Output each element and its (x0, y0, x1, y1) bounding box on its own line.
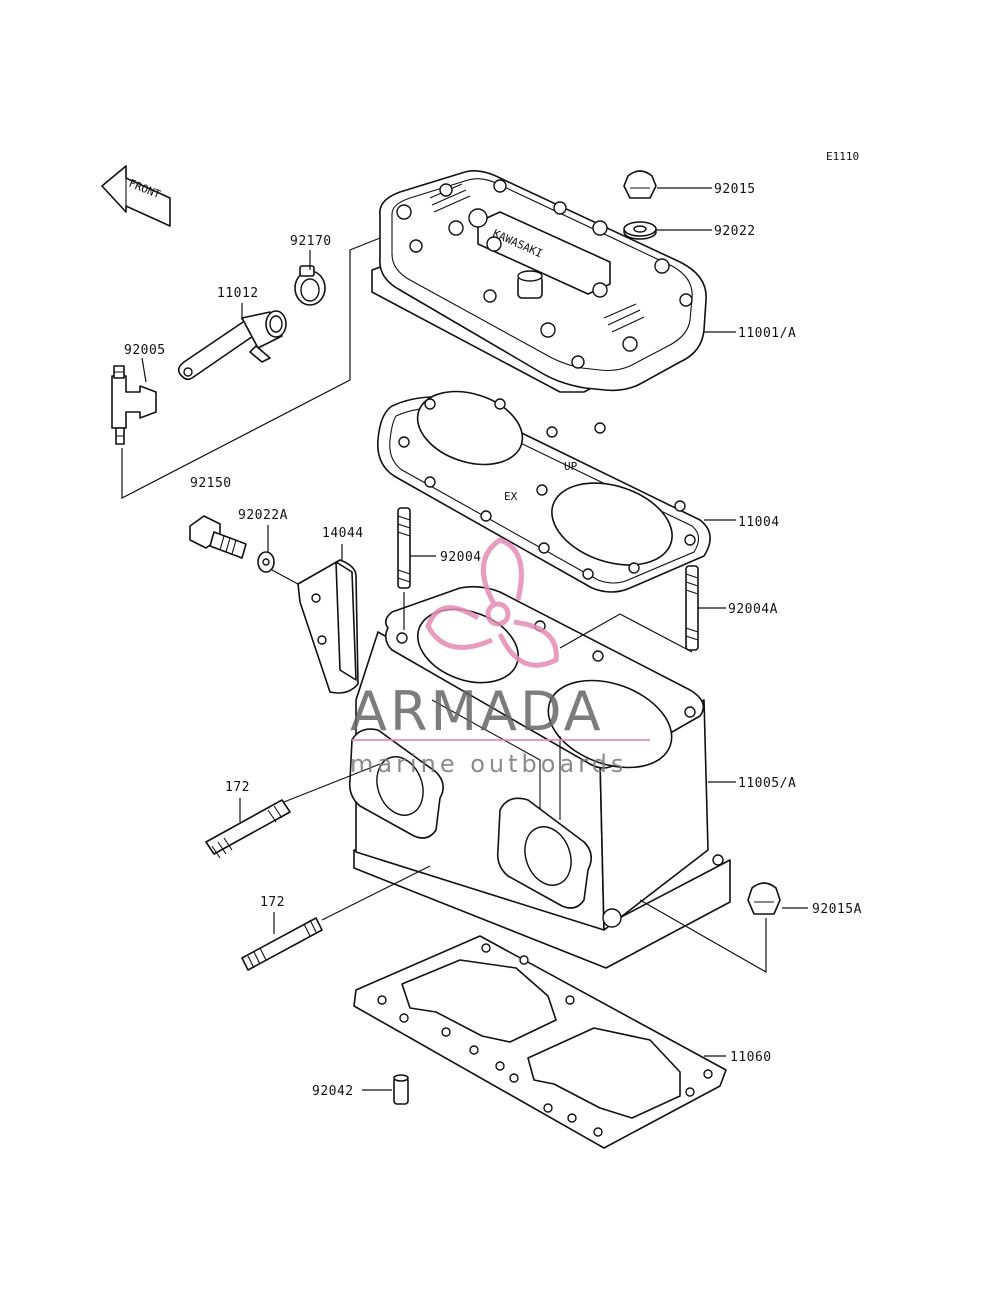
label-92042: 92042 (312, 1084, 354, 1099)
cylinder-head: KAWASAKI (371, 170, 707, 393)
label-92022: 92022 (714, 224, 756, 239)
label-11005A: 11005/A (738, 776, 796, 791)
label-92005: 92005 (124, 343, 166, 358)
dowel-pin-92042 (393, 1074, 409, 1105)
label-92015: 92015 (714, 182, 756, 197)
label-172-lower: 172 (260, 895, 285, 910)
gasket-holes (398, 398, 696, 580)
label-92004A: 92004A (728, 602, 778, 617)
label-92004: 92004 (440, 550, 482, 565)
washer-92022A (257, 551, 275, 573)
diagram-code: E1110 (826, 150, 859, 163)
head-bolt-holes (396, 179, 693, 369)
stud-92004 (397, 507, 411, 589)
hose-clamp-92170 (294, 265, 326, 306)
label-11001A: 11001/A (738, 326, 796, 341)
front-arrow-icon: FRONT (101, 165, 171, 227)
label-92150: 92150 (190, 476, 232, 491)
watermark: ARMADA marine outboards (350, 537, 650, 778)
cylinder-block (348, 585, 731, 969)
label-11060: 11060 (730, 1050, 772, 1065)
stud-92004A (685, 565, 699, 651)
water-outlet-fitting-11012 (177, 310, 287, 381)
gasket-mark-ex: EX (504, 490, 518, 503)
label-92022A: 92022A (238, 508, 288, 523)
label-11012: 11012 (217, 286, 259, 301)
label-92170: 92170 (290, 234, 332, 249)
stud-172-lower (241, 917, 323, 971)
leader-lines (121, 187, 808, 1091)
base-gasket-holes (377, 943, 713, 1137)
head-washer-92022 (623, 221, 657, 240)
watermark-tagline: marine outboards (350, 750, 627, 778)
elbow-fitting-92005 (111, 365, 157, 445)
cap-nut-92015A (747, 882, 781, 915)
base-gasket (353, 935, 727, 1149)
head-gasket: UP EX (377, 390, 711, 593)
bolt-92022A (189, 515, 247, 559)
label-172-upper: 172 (225, 780, 250, 795)
stud-172-upper (205, 799, 291, 859)
armada-logo-icon (425, 537, 559, 668)
gasket-mark-up: UP (564, 460, 578, 473)
head-cap-nut-92015 (623, 170, 657, 199)
label-14044: 14044 (322, 526, 364, 541)
bracket-14044 (297, 559, 359, 694)
label-11004: 11004 (738, 515, 780, 530)
label-92015A: 92015A (812, 902, 862, 917)
watermark-brand: ARMADA (350, 680, 604, 743)
part-labels: 92015 92022 92170 11012 11001/A 92005 92… (124, 182, 862, 1099)
